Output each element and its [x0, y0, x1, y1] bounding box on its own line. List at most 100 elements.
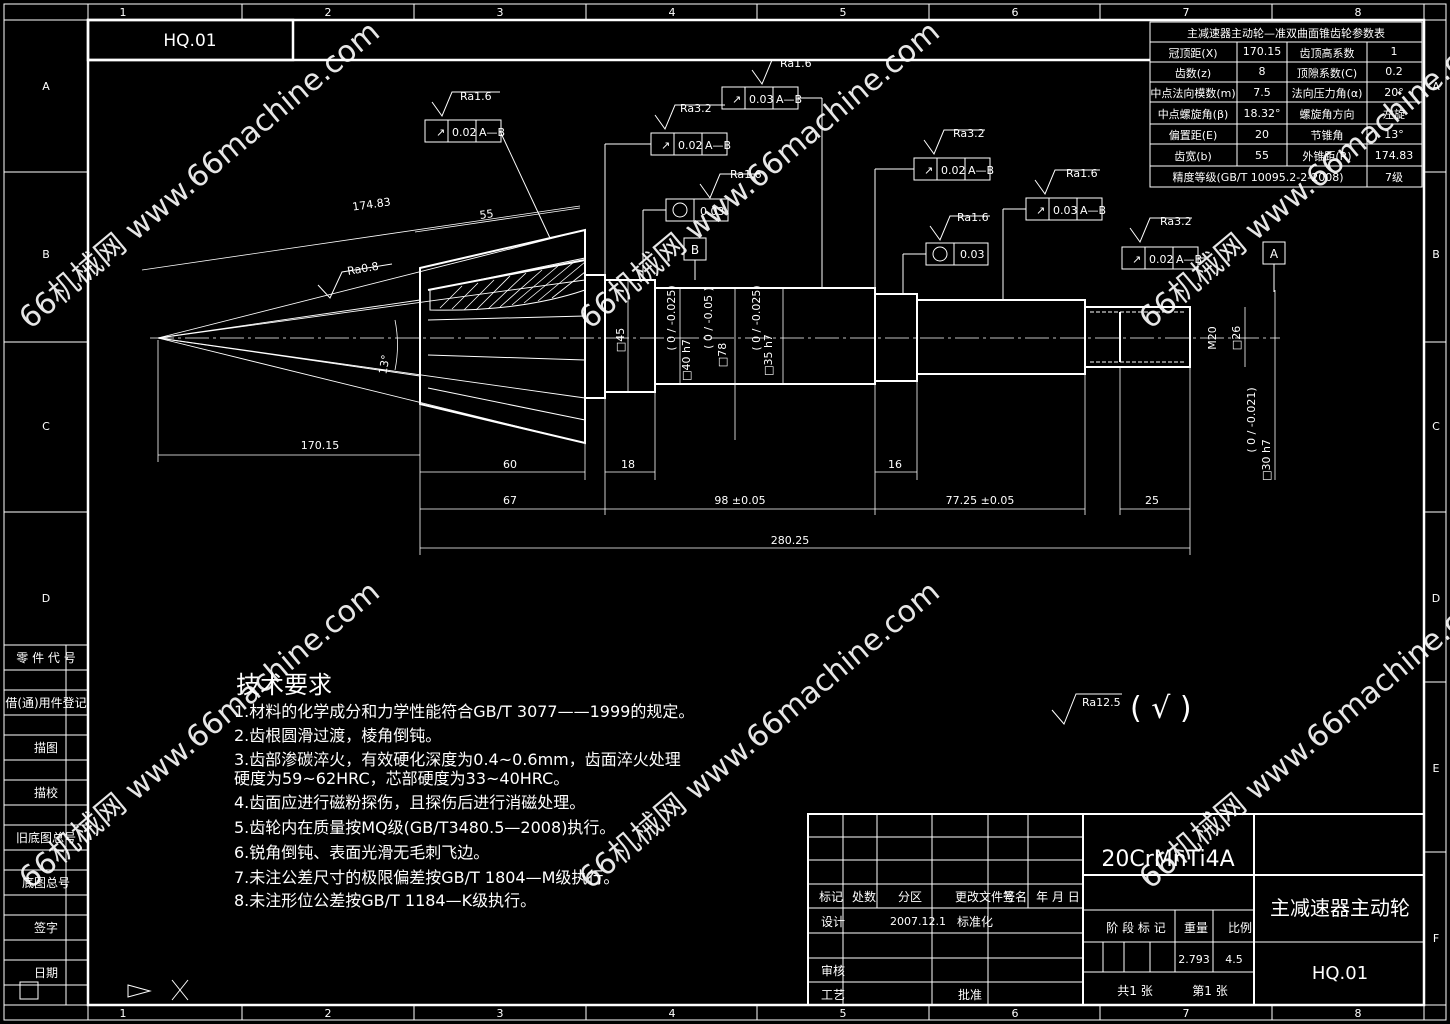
param-label: 齿顶高系数 [1300, 46, 1355, 60]
param-label: 齿数(z) [1175, 67, 1211, 80]
tb-mark: 标记 [819, 890, 843, 904]
dim-dia78: □78 [716, 343, 729, 367]
dim-174: 174.83 [352, 195, 392, 213]
roughness-label: Ra1.6 [730, 168, 762, 181]
fcf-symbol: ↗ [661, 139, 670, 152]
tb-stage-mark: 阶 段 标 记 [1106, 920, 1165, 935]
param-value: 左旋 [1383, 107, 1405, 121]
tech-requirements: 技术要求 1.材料的化学成分和力学性能符合GB/T 3077——1999的规定。… [234, 671, 694, 910]
param-table: 主减速器主动轮—准双曲面锥齿轮参数表 冠顶距(X) 170.15 齿顶高系数 1… [1149, 21, 1423, 188]
strip-date: 日期 [34, 966, 58, 980]
fcf-symbol: ↗ [436, 126, 445, 139]
tb-process: 工艺 [821, 988, 845, 1002]
param-label: 冠顶距(X) [1168, 47, 1217, 60]
tb-weight-label: 重量 [1184, 921, 1208, 935]
tb-material: 20CrMnTi4A [1101, 847, 1234, 872]
param-accuracy-value: 7级 [1385, 171, 1403, 184]
dimension-texts: 174.83 55 170.15 60 18 16 67 98 ±0.05 77… [301, 195, 1273, 547]
tech-req-line: 6.锐角倒钝、表面光滑无毛刺飞边。 [234, 843, 489, 862]
watermark-text: 66机械网 www.66machine.com [573, 574, 947, 896]
tb-date: 2007.12.1 [890, 915, 946, 928]
roughness-label: Ra3.2 [953, 127, 985, 140]
strip-trace: 描图 [34, 741, 58, 755]
datum-label: B [691, 243, 699, 257]
dim-m20: M20 [1206, 326, 1219, 350]
dim-dia26: □26 [1230, 326, 1243, 350]
dim-25: 25 [1145, 494, 1159, 507]
dim-77: 77.25 ±0.05 [946, 494, 1015, 507]
dim-280: 280.25 [771, 534, 810, 547]
zone-col-3b: 3 [497, 1007, 504, 1020]
fcf-datum-ref: A—B [479, 126, 505, 139]
param-label: 偏置距(E) [1169, 128, 1218, 142]
roughness-label: Ra3.2 [1160, 215, 1192, 228]
fcf-symbol: ↗ [732, 93, 741, 106]
zone-col-2b: 2 [325, 1007, 332, 1020]
dim-dia40: □40 h7 [680, 339, 693, 381]
strip-borrow: 借(通)用件登记 [5, 695, 86, 710]
zone-col-4b: 4 [669, 1007, 676, 1020]
zone-col-5b: 5 [840, 1007, 847, 1020]
param-label: 外锥距(R) [1302, 150, 1351, 163]
tb-design: 设计 [821, 915, 845, 929]
fcf-value: 0.03 [749, 93, 774, 106]
zone-col-8b: 8 [1355, 1007, 1362, 1020]
dim-tol30: ( 0 / -0.021) [1245, 387, 1258, 452]
tb-change-doc: 更改文件号 [955, 889, 1015, 904]
zone-row-a: A [42, 80, 50, 93]
tb-sign: 签名 [1003, 889, 1027, 904]
strip-trace-check: 描校 [34, 785, 58, 800]
fcf-value: 0.03 [960, 248, 985, 261]
roughness-label: Ra12.5 [1082, 696, 1121, 709]
param-value: 20 [1255, 128, 1269, 141]
dim-16: 16 [888, 458, 902, 471]
strip-sign: 签字 [34, 920, 58, 935]
roughness-label: Ra1.6 [780, 57, 812, 70]
fcf-value: 0.02 [678, 139, 703, 152]
strip-part-code: 零 件 代 号 [16, 651, 75, 665]
param-value: 0.2 [1385, 65, 1403, 78]
param-label: 齿宽(b) [1174, 149, 1212, 163]
tb-sheet-no: 第1 张 [1192, 984, 1227, 998]
tech-req-line: 1.材料的化学成分和力学性能符合GB/T 3077——1999的规定。 [234, 702, 694, 721]
param-value: 20° [1384, 86, 1404, 99]
param-value: 8 [1259, 65, 1266, 78]
dim-55: 55 [479, 207, 495, 222]
zone-col-2: 2 [325, 6, 332, 19]
tech-req-line: 3.齿部渗碳淬火，有效硬化深度为0.4~0.6mm，齿面淬火处理 [234, 750, 681, 769]
fcf-value: 0.03 [1053, 204, 1078, 217]
dim-dia30: □30 h7 [1260, 439, 1273, 481]
tb-weight: 2.793 [1178, 953, 1210, 966]
datum-a: A [1262, 241, 1286, 292]
dimension-lines [141, 205, 1276, 555]
param-value: 7.5 [1253, 86, 1271, 99]
fcf-value: 0.03 [700, 205, 725, 218]
fcf-datum-ref: A—B [1176, 253, 1202, 266]
zone-col-5: 5 [840, 6, 847, 19]
param-value: 170.15 [1243, 45, 1282, 58]
fcf-datum-ref: A—B [705, 139, 731, 152]
roughness-label: Ra1.6 [957, 211, 989, 224]
strip-old-base: 旧底图总号 [16, 830, 76, 845]
param-label: 螺旋角方向 [1300, 107, 1355, 121]
zone-row-c-r: C [1432, 420, 1440, 433]
tb-code-bottom: HQ.01 [1312, 963, 1368, 984]
param-accuracy-label: 精度等级(GB/T 10095.2-2-2008) [1173, 170, 1344, 184]
fcf-7: 0.03 Ra1.6 [902, 211, 990, 294]
tech-req-line: 2.齿根圆滑过渡，棱角倒钝。 [234, 726, 441, 745]
dim-tol78: ( 0 / -0.05 ) [702, 287, 715, 349]
tb-sheets-total: 共1 张 [1117, 984, 1152, 998]
tb-scale: 4.5 [1225, 953, 1243, 966]
tech-req-line: 5.齿轮内在质量按MQ级(GB/T3480.5—2008)执行。 [234, 818, 615, 837]
tech-req-line: 7.未注公差尺寸的极限偏差按GB/T 1804—M级执行。 [234, 868, 619, 887]
roughness-other: ( √ ) [1130, 691, 1192, 726]
dim-tol40: ( 0 / -0.025) [665, 285, 678, 350]
zone-col-1: 1 [120, 6, 127, 19]
dim-67: 67 [503, 494, 517, 507]
dim-98: 98 ±0.05 [714, 494, 765, 507]
